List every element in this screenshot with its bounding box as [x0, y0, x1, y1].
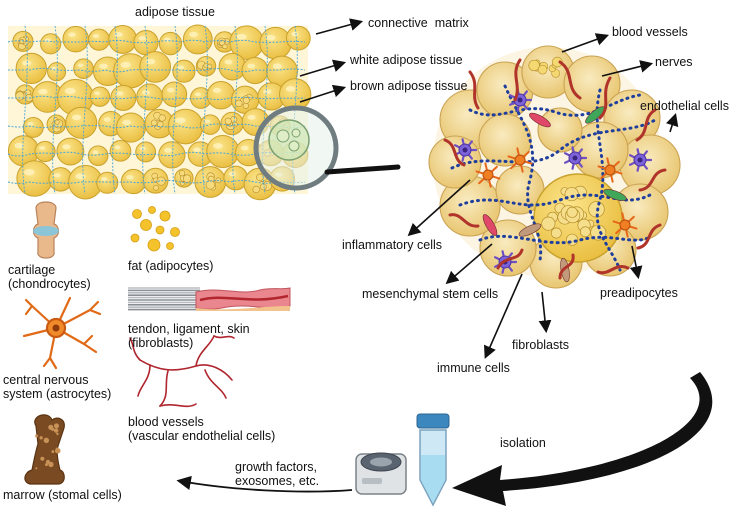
pointer-arrows	[299, 18, 679, 359]
arrow-preadipocytes	[629, 245, 643, 280]
vascular-network-icon	[129, 335, 235, 408]
label-vessels: blood vessels (vascular endothelial cell…	[128, 415, 276, 443]
astrocyte-icon	[22, 296, 102, 370]
arrow-endothelial	[666, 112, 679, 133]
label-blood-vessels: blood vessels	[612, 25, 688, 39]
label-cns: central nervous system (astrocytes)	[3, 373, 112, 401]
label-marrow: marrow (stomal cells)	[3, 488, 122, 502]
bone-icon	[24, 414, 65, 485]
centrifuge-icon	[355, 452, 407, 495]
label-preadipocytes: preadipocytes	[600, 286, 678, 300]
fat-droplets-icon	[130, 206, 180, 252]
arrow-immune	[483, 273, 523, 359]
label-cartilage: cartilage (chondrocytes)	[8, 263, 91, 291]
arrow-fibroblasts	[538, 291, 552, 334]
label-mesenchymal-stem-cells: mesenchymal stem cells	[362, 287, 499, 301]
blood-vessel-strands	[443, 58, 667, 280]
arrow-mesenchymal	[445, 243, 493, 285]
magnifier-icon	[253, 105, 401, 191]
output-arrow	[176, 475, 353, 493]
label-isolation: isolation	[500, 436, 546, 450]
label-endothelial-cells: endothelial cells	[640, 99, 729, 113]
label-growth-factors: growth factors, exosomes, etc.	[235, 460, 320, 488]
magnified-cell-cluster	[428, 45, 681, 289]
tendon-skin-icon	[128, 287, 291, 311]
adipose-tissue-block	[7, 24, 312, 201]
connective-matrix-lines	[7, 25, 306, 195]
label-immune-cells: immune cells	[437, 361, 510, 375]
arrow-blood-vessels	[561, 33, 610, 53]
arrow-connective-matrix	[315, 18, 364, 35]
label-inflammatory-cells: inflammatory cells	[342, 238, 443, 252]
label-fat: fat (adipocytes)	[128, 259, 214, 273]
arrow-nerves	[601, 60, 654, 77]
arrow-white-adipose	[299, 59, 347, 77]
label-tendon: tendon, ligament, skin (fibroblasts)	[128, 322, 250, 350]
label-adipose-tissue: adipose tissue	[135, 5, 215, 19]
label-white-adipose-tissue: white adipose tissue	[350, 53, 463, 67]
label-brown-adipose-tissue: brown adipose tissue	[350, 79, 468, 93]
adipocyte-cluster	[7, 24, 312, 201]
isolation-arrow	[452, 372, 713, 506]
label-fibroblasts: fibroblasts	[512, 338, 569, 352]
arrow-inflammatory	[407, 179, 471, 237]
arrow-brown-adipose	[299, 84, 347, 103]
test-tube-icon	[416, 413, 450, 507]
knee-joint-icon	[32, 201, 60, 259]
label-connective-matrix: connective matrix	[368, 16, 469, 30]
label-nerves: nerves	[655, 55, 693, 69]
